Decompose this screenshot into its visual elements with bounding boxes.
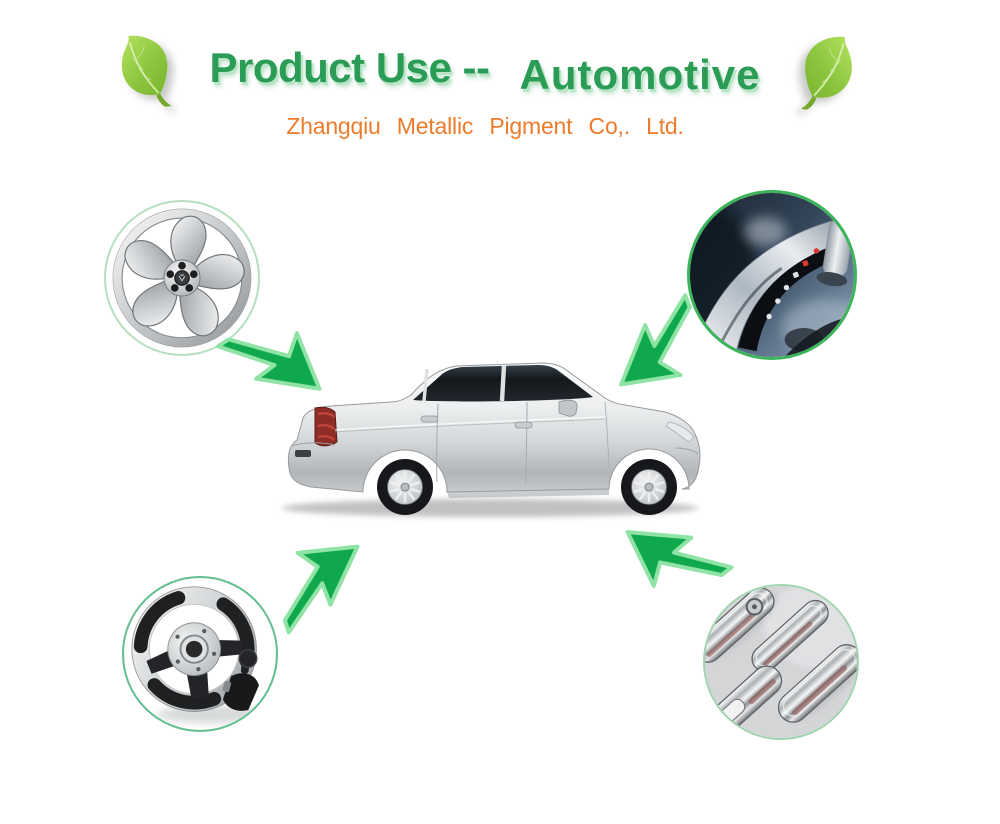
rear-wheel [377,459,433,515]
alloy-wheel-rim-photo [112,208,252,348]
gear-stick [222,648,259,711]
callout-door-handles [703,584,859,740]
page-title: Product Use -- Automotive [0,44,970,98]
arrow-wheel-to-car [216,331,322,391]
callout-gear-shifter [687,190,857,360]
door-handles-photo [705,586,857,738]
side-mirror [558,399,578,417]
callout-alloy-wheel [104,200,260,356]
arrow-handles-to-car [625,530,734,588]
door-handle [751,599,829,673]
head-light [665,421,695,443]
title-right: Automotive [519,51,761,98]
door-handle [705,587,777,663]
arrow-steering-to-car [282,544,360,635]
steering-wheel-photo [131,586,263,724]
leaf-icon [121,35,172,107]
company-name: Zhangqiu Metallic Pigment Co,. Ltd. [286,113,684,139]
callout-steering-wheel [122,576,278,732]
leaf-icon [800,36,852,110]
gear-shifter-photo [690,193,854,357]
rear-door-handle [420,415,439,423]
front-door-handle [514,421,533,429]
silver-sedan-photo [282,362,701,517]
door-handle [777,644,857,723]
arrow-shifter-to-car [619,293,692,387]
front-wheel [621,459,677,515]
title-left: Product Use -- [209,44,490,91]
